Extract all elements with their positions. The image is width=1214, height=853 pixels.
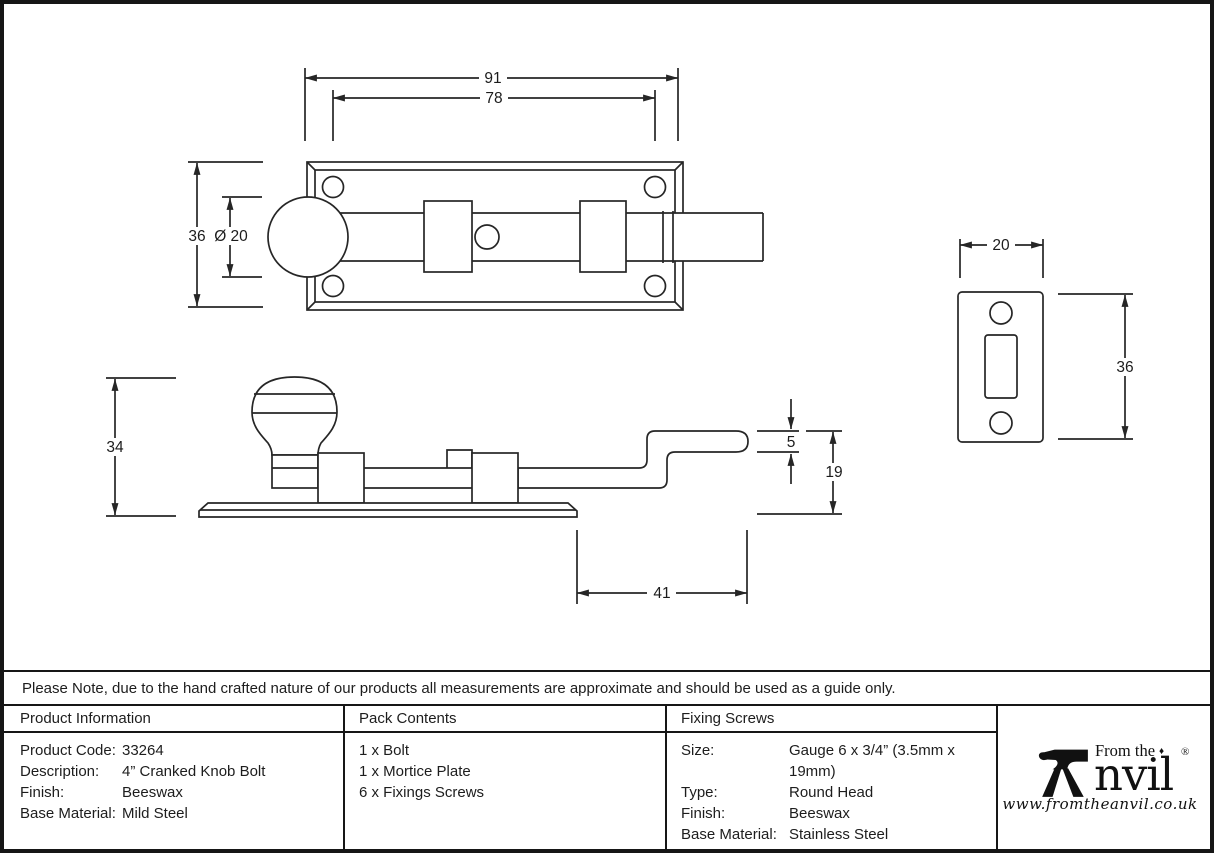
dim-plan-hole-spacing: 78 [332, 89, 656, 141]
dim-arm-drop: 19 [757, 430, 847, 515]
plan-screw-hole [643, 274, 667, 298]
list-item: 1 x Mortice Plate [359, 763, 471, 780]
plan-knob [267, 196, 349, 278]
table-row: Product Code: 33264 [20, 742, 164, 759]
dim-plan-height: 36 [183, 161, 263, 308]
section-title: Fixing Screws [681, 710, 775, 727]
product-information-section: Product Information Product Code: 33264 … [4, 706, 345, 849]
svg-text:36: 36 [188, 228, 205, 245]
note-row: Please Note, due to the hand crafted nat… [4, 670, 1210, 706]
plan-screw-hole [643, 175, 667, 199]
mortice-screw-hole [989, 411, 1013, 435]
svg-text:91: 91 [484, 70, 501, 87]
table-row: Base Material: Stainless Steel [681, 826, 889, 843]
svg-text:20: 20 [992, 237, 1010, 254]
technical-drawing: 91 78 36 [101, 68, 1139, 604]
dim-arm-length: 41 [576, 530, 748, 604]
table-row: Base Material: Mild Steel [20, 805, 188, 822]
dim-mortice-height: 36 [1058, 293, 1139, 440]
side-bolt-stop [446, 449, 473, 468]
table-row: Description: 4” Cranked Knob Bolt [20, 763, 266, 780]
mortice-plate-view: 20 36 [957, 236, 1139, 443]
table-row: Finish: Beeswax [681, 805, 850, 822]
dim-arm-thickness: 5 [757, 399, 799, 484]
registered-trademark-icon: ® [1181, 746, 1190, 758]
dim-plan-width: 91 [304, 68, 679, 141]
plan-screw-hole [321, 175, 345, 199]
logo-from-the: From the♦ [1095, 741, 1165, 760]
mortice-slot [984, 334, 1018, 399]
svg-text:Ø 20: Ø 20 [214, 228, 248, 245]
pack-contents-header: Pack Contents [345, 706, 665, 733]
brand-logo-cell: From the♦ nvil ® www.fromtheanvil.co.uk [998, 706, 1210, 849]
product-information-header: Product Information [4, 706, 343, 733]
list-item: 6 x Fixings Screws [359, 784, 485, 801]
spec-tables: Please Note, due to the hand crafted nat… [4, 670, 1210, 849]
table-row: Type: Round Head [681, 784, 874, 801]
svg-text:19: 19 [825, 464, 842, 481]
list-item: 1 x Bolt [359, 742, 410, 759]
note-text: Please Note, due to the hand crafted nat… [22, 679, 896, 697]
fixing-screws-section: Fixing Screws Size: Gauge 6 x 3/4” (3.5m… [667, 706, 998, 849]
plan-view: 91 78 36 [183, 68, 764, 311]
mortice-plate [957, 291, 1044, 443]
mortice-screw-hole [989, 301, 1013, 325]
section-title: Product Information [20, 710, 151, 727]
from-the-anvil-logo: From the♦ nvil ® www.fromtheanvil.co.uk [998, 706, 1210, 849]
logo-wordmark: nvil [1094, 748, 1174, 801]
svg-text:36: 36 [1116, 359, 1133, 376]
table-row: Finish: Beeswax [20, 784, 183, 801]
logo-website-url: www.fromtheanvil.co.uk [1002, 795, 1198, 813]
plan-screw-hole [321, 274, 345, 298]
pack-contents-section: Pack Contents 1 x Bolt 1 x Mortice Plate… [345, 706, 667, 849]
svg-text:41: 41 [653, 585, 670, 602]
svg-text:5: 5 [787, 434, 796, 451]
svg-text:34: 34 [106, 439, 124, 456]
section-title: Pack Contents [359, 710, 457, 727]
plan-guide-block [423, 200, 473, 273]
anvil-icon [1038, 749, 1088, 797]
plan-guide-block [579, 200, 627, 273]
side-knob [251, 376, 338, 456]
dim-knob-diameter: Ø 20 [210, 196, 262, 278]
plan-bolt-screw [474, 224, 500, 250]
svg-text:78: 78 [485, 90, 502, 107]
side-guide-block [471, 452, 519, 504]
side-knob-base [271, 454, 319, 489]
side-cranked-arm [517, 430, 749, 489]
table-row: Size: Gauge 6 x 3/4” (3.5mm x 19mm) [681, 742, 955, 780]
dim-side-height: 34 [101, 377, 176, 517]
fixing-screws-header: Fixing Screws [667, 706, 996, 733]
diamond-ornament-icon: ♦ [1159, 746, 1165, 757]
dim-mortice-width: 20 [959, 236, 1044, 278]
side-guide-block [317, 452, 365, 504]
side-view: 34 5 19 [101, 376, 847, 604]
